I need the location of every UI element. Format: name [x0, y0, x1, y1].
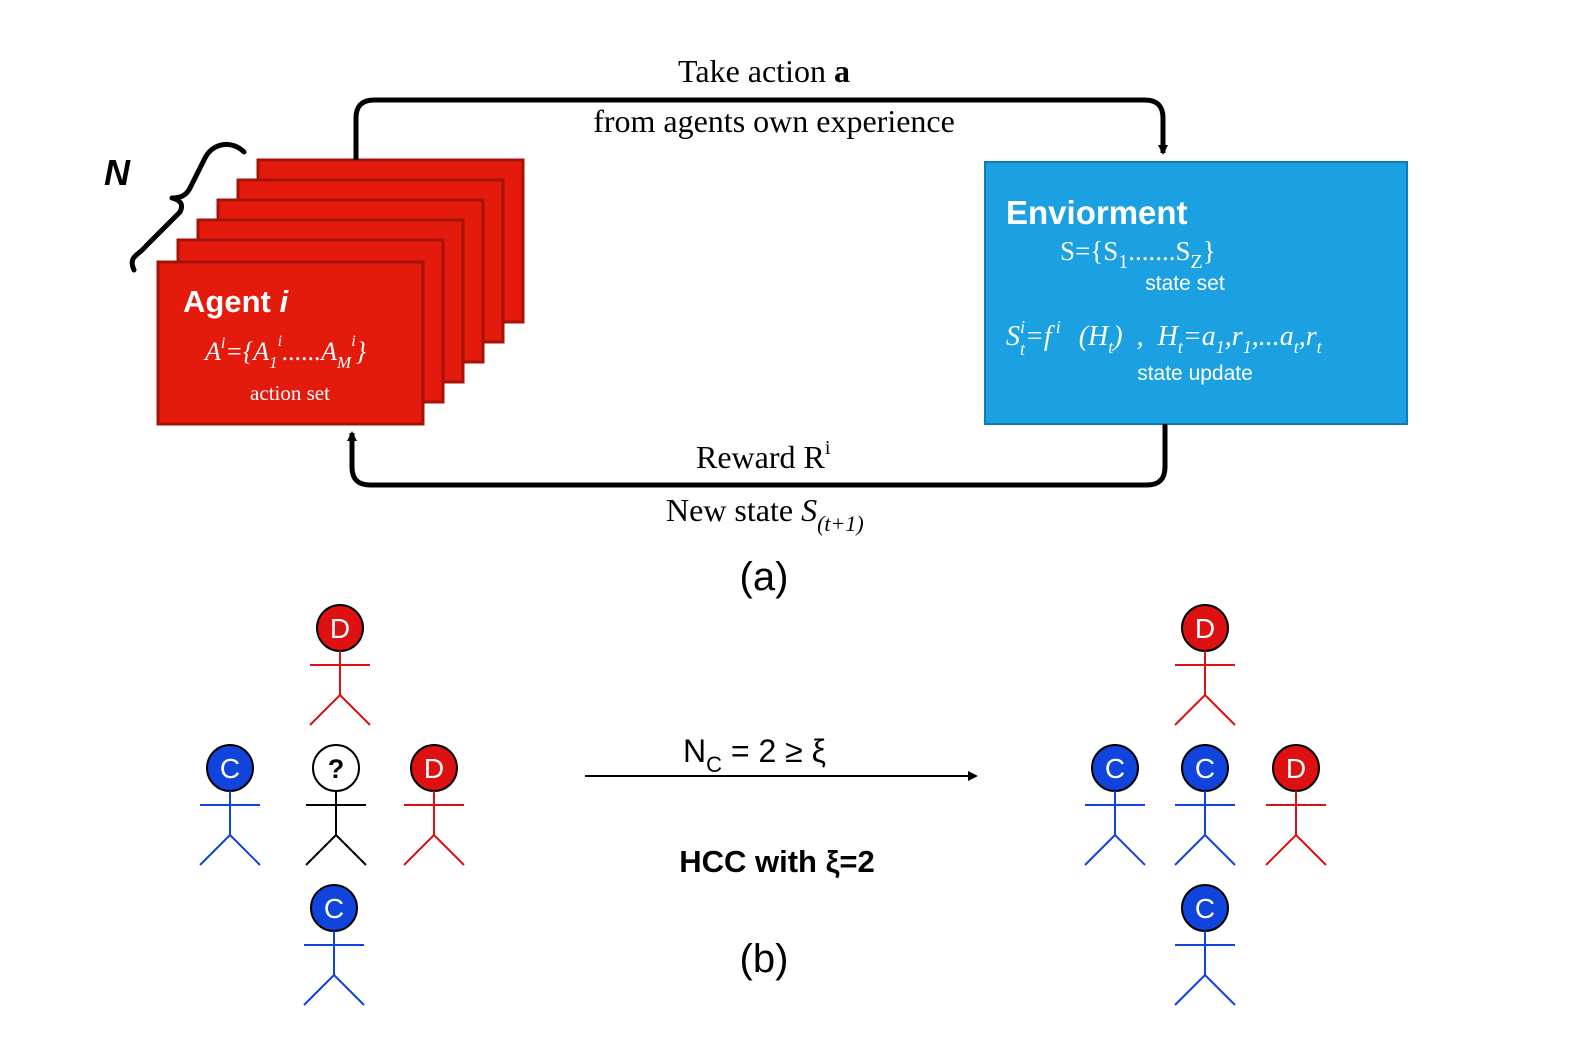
right-bottom-cooperator — [1174, 884, 1236, 1006]
right-left-label: C — [1105, 753, 1125, 784]
right-center-cooperator — [1174, 744, 1236, 866]
right-center-label: C — [1195, 753, 1215, 784]
reward-arrow — [347, 424, 1168, 488]
left-top-defector — [309, 604, 371, 726]
left-right-defector — [403, 744, 465, 866]
environment-box — [984, 161, 1408, 425]
left-top-label: D — [330, 613, 350, 644]
right-right-defector — [1265, 744, 1327, 866]
left-bottom-cooperator — [303, 884, 365, 1006]
caption-b: (b) — [740, 937, 789, 981]
right-top-defector — [1174, 604, 1236, 726]
caption-a: (a) — [740, 555, 789, 599]
left-center-label: ? — [328, 754, 345, 784]
reward-label: Reward Ri — [696, 437, 831, 475]
agent-title: Agent i — [183, 284, 289, 319]
left-right-label: D — [424, 753, 444, 784]
right-left-cooperator — [1084, 744, 1146, 866]
right-right-label: D — [1286, 753, 1306, 784]
action-set-label: action set — [250, 381, 330, 405]
state-set-label: state set — [1145, 272, 1225, 295]
left-center-unknown — [305, 744, 367, 866]
action-arrow — [353, 97, 1168, 160]
left-bottom-label: C — [324, 893, 344, 924]
state-update-label: state update — [1137, 362, 1253, 385]
action-set-formula: Ai={A1i......AMi} — [203, 333, 367, 372]
action-label-line1: Take action a — [678, 53, 850, 89]
left-left-cooperator — [199, 744, 261, 866]
right-bottom-label: C — [1195, 893, 1215, 924]
new-state-label: New state S(t+1) — [666, 492, 864, 536]
n-label: N — [104, 152, 131, 193]
right-top-label: D — [1195, 613, 1215, 644]
state-set-formula: S={S1.......SZ} — [1060, 236, 1216, 273]
agent-stack — [156, 158, 525, 426]
agent-card-front — [156, 260, 425, 426]
left-left-label: C — [220, 753, 240, 784]
transition-label: NC = 2 ≥ ξ — [683, 733, 826, 777]
environment-title: Enviorment — [1006, 194, 1188, 231]
action-label-line2: from agents own experience — [593, 103, 955, 139]
n-brace — [129, 142, 247, 273]
rule-label: HCC with ξ=2 — [679, 844, 875, 879]
